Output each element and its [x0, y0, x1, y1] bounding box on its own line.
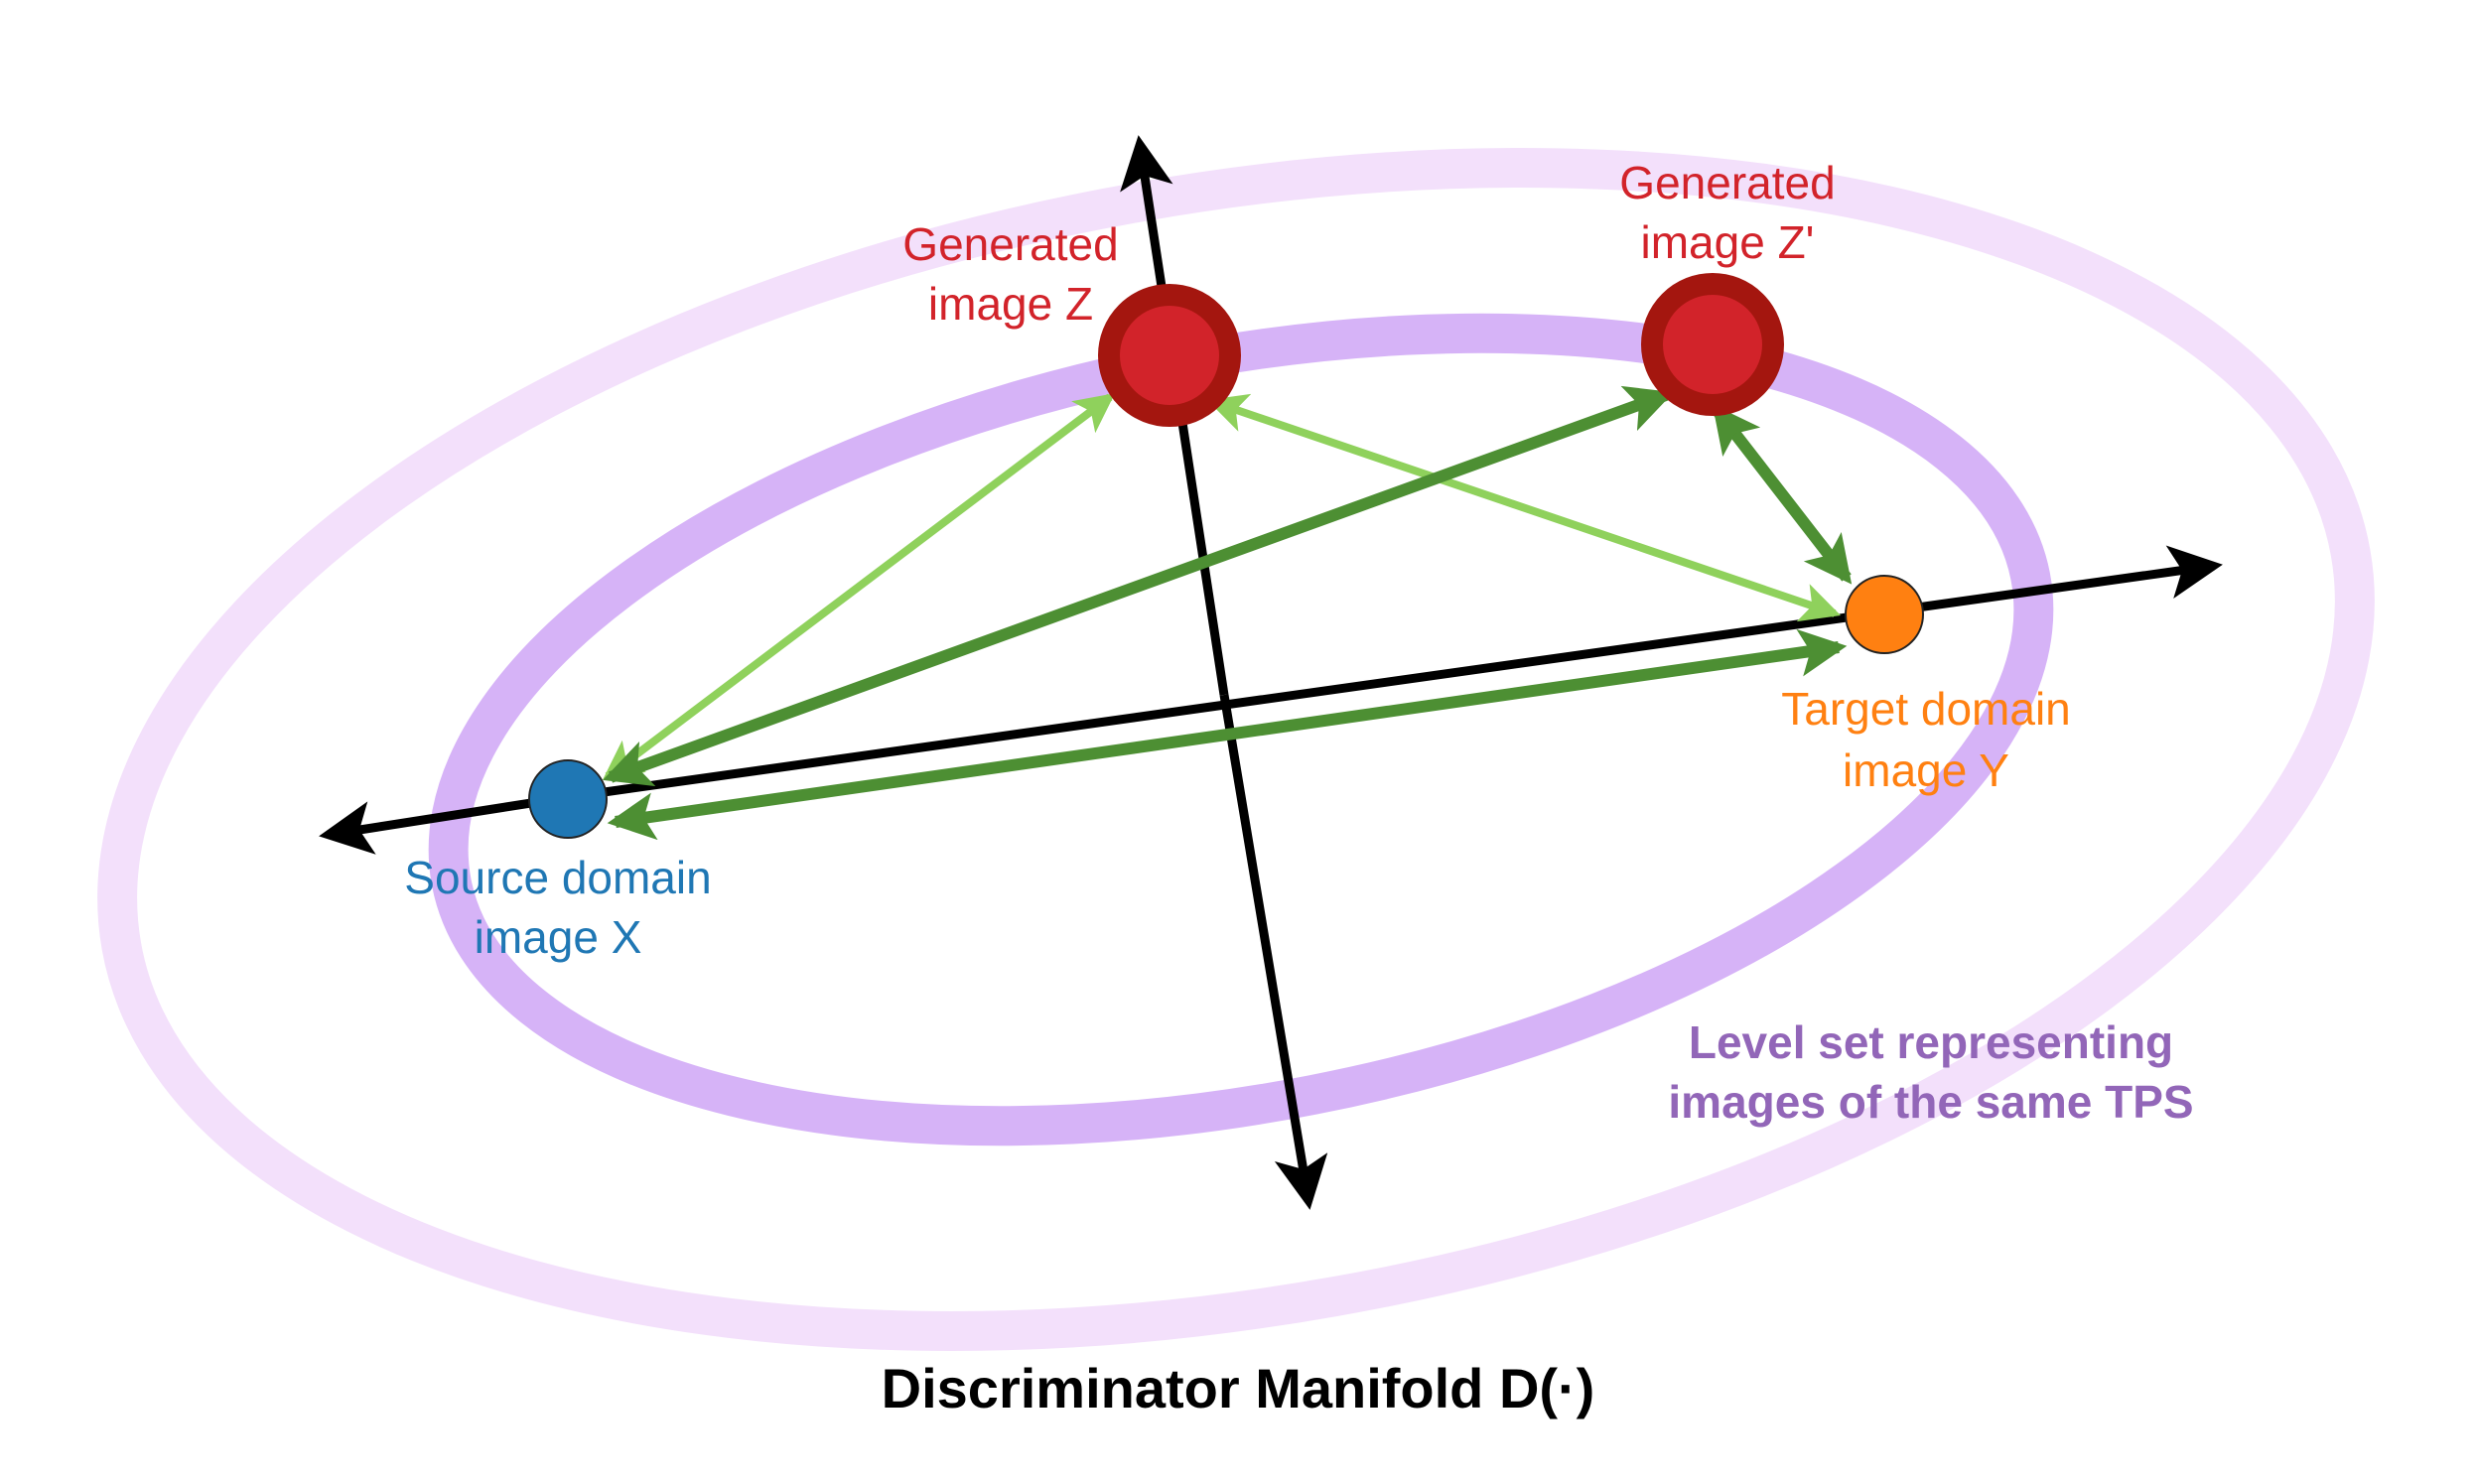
level-set-label-line1: Level set representing [1689, 1016, 2173, 1068]
arrow-x-to-y [607, 628, 1848, 841]
generated-z-prime-label-line1: Generated [1619, 157, 1835, 208]
target-domain-image-y-node [1845, 575, 1924, 654]
target-domain-label-line1: Target domain [1781, 683, 2071, 735]
outer-level-set-ring [97, 148, 2375, 1351]
diagram-title: Discriminator Manifold D(·) [882, 1357, 1595, 1419]
source-domain-label-line1: Source domain [404, 852, 711, 903]
level-set-label-line2: images of the same TPS [1668, 1076, 2193, 1128]
target-domain-label-line2: image Y [1843, 744, 2009, 796]
generated-image-z-prime-node [1641, 273, 1784, 416]
source-domain-image-x-node [528, 759, 608, 839]
arrow-z-prime-to-y [1712, 404, 1853, 585]
source-domain-label-line2: image X [475, 911, 642, 963]
generated-z-label-line2: image Z [928, 278, 1093, 330]
generated-z-label-line1: Generated [902, 218, 1118, 270]
generated-z-prime-label-line2: image Z' [1641, 216, 1815, 268]
generated-image-z-node [1098, 284, 1241, 427]
